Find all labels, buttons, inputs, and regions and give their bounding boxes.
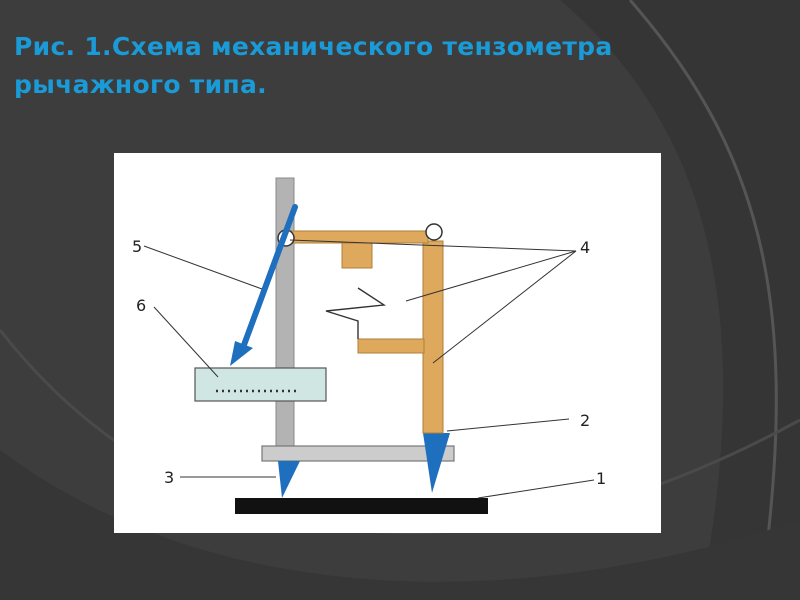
leader-line-6 — [153, 306, 219, 378]
scale-plate — [194, 367, 327, 402]
spring-zigzag — [325, 287, 387, 339]
right-hinge — [425, 223, 443, 241]
slide-title-line-1: Рис. 1.Схема механического тензометра — [14, 32, 613, 61]
pointer-arrow-head — [230, 341, 253, 366]
frame-bar — [261, 445, 455, 462]
lever-vertical-arm — [422, 240, 444, 434]
movable-knife — [423, 433, 450, 493]
leader-line-5 — [143, 245, 263, 290]
label-5: 5 — [132, 237, 142, 256]
lever-middle-arm — [357, 338, 425, 354]
tensometer-schematic: 5 6 4 2 3 1 — [132, 177, 606, 514]
label-4: 4 — [580, 238, 590, 257]
fixed-knife — [278, 461, 300, 498]
leader-line-1 — [477, 479, 595, 499]
slide-title-line-2: рычажного типа. — [14, 70, 267, 99]
pointer-arrow-shaft — [238, 204, 298, 356]
slide-title: Рис. 1.Схема механического тензометра ры… — [14, 28, 784, 104]
label-2: 2 — [580, 411, 590, 430]
leader-line-4a — [289, 239, 577, 252]
label-3: 3 — [164, 468, 174, 487]
label-1: 1 — [596, 469, 606, 488]
leader-line-4c — [432, 250, 577, 364]
tensometer-diagram: 5 6 4 2 3 1 — [114, 153, 661, 533]
leader-line-4b — [405, 250, 577, 302]
leader-line-2 — [446, 418, 570, 432]
lever-block — [341, 242, 373, 269]
specimen-base — [235, 498, 488, 514]
label-6: 6 — [136, 296, 146, 315]
